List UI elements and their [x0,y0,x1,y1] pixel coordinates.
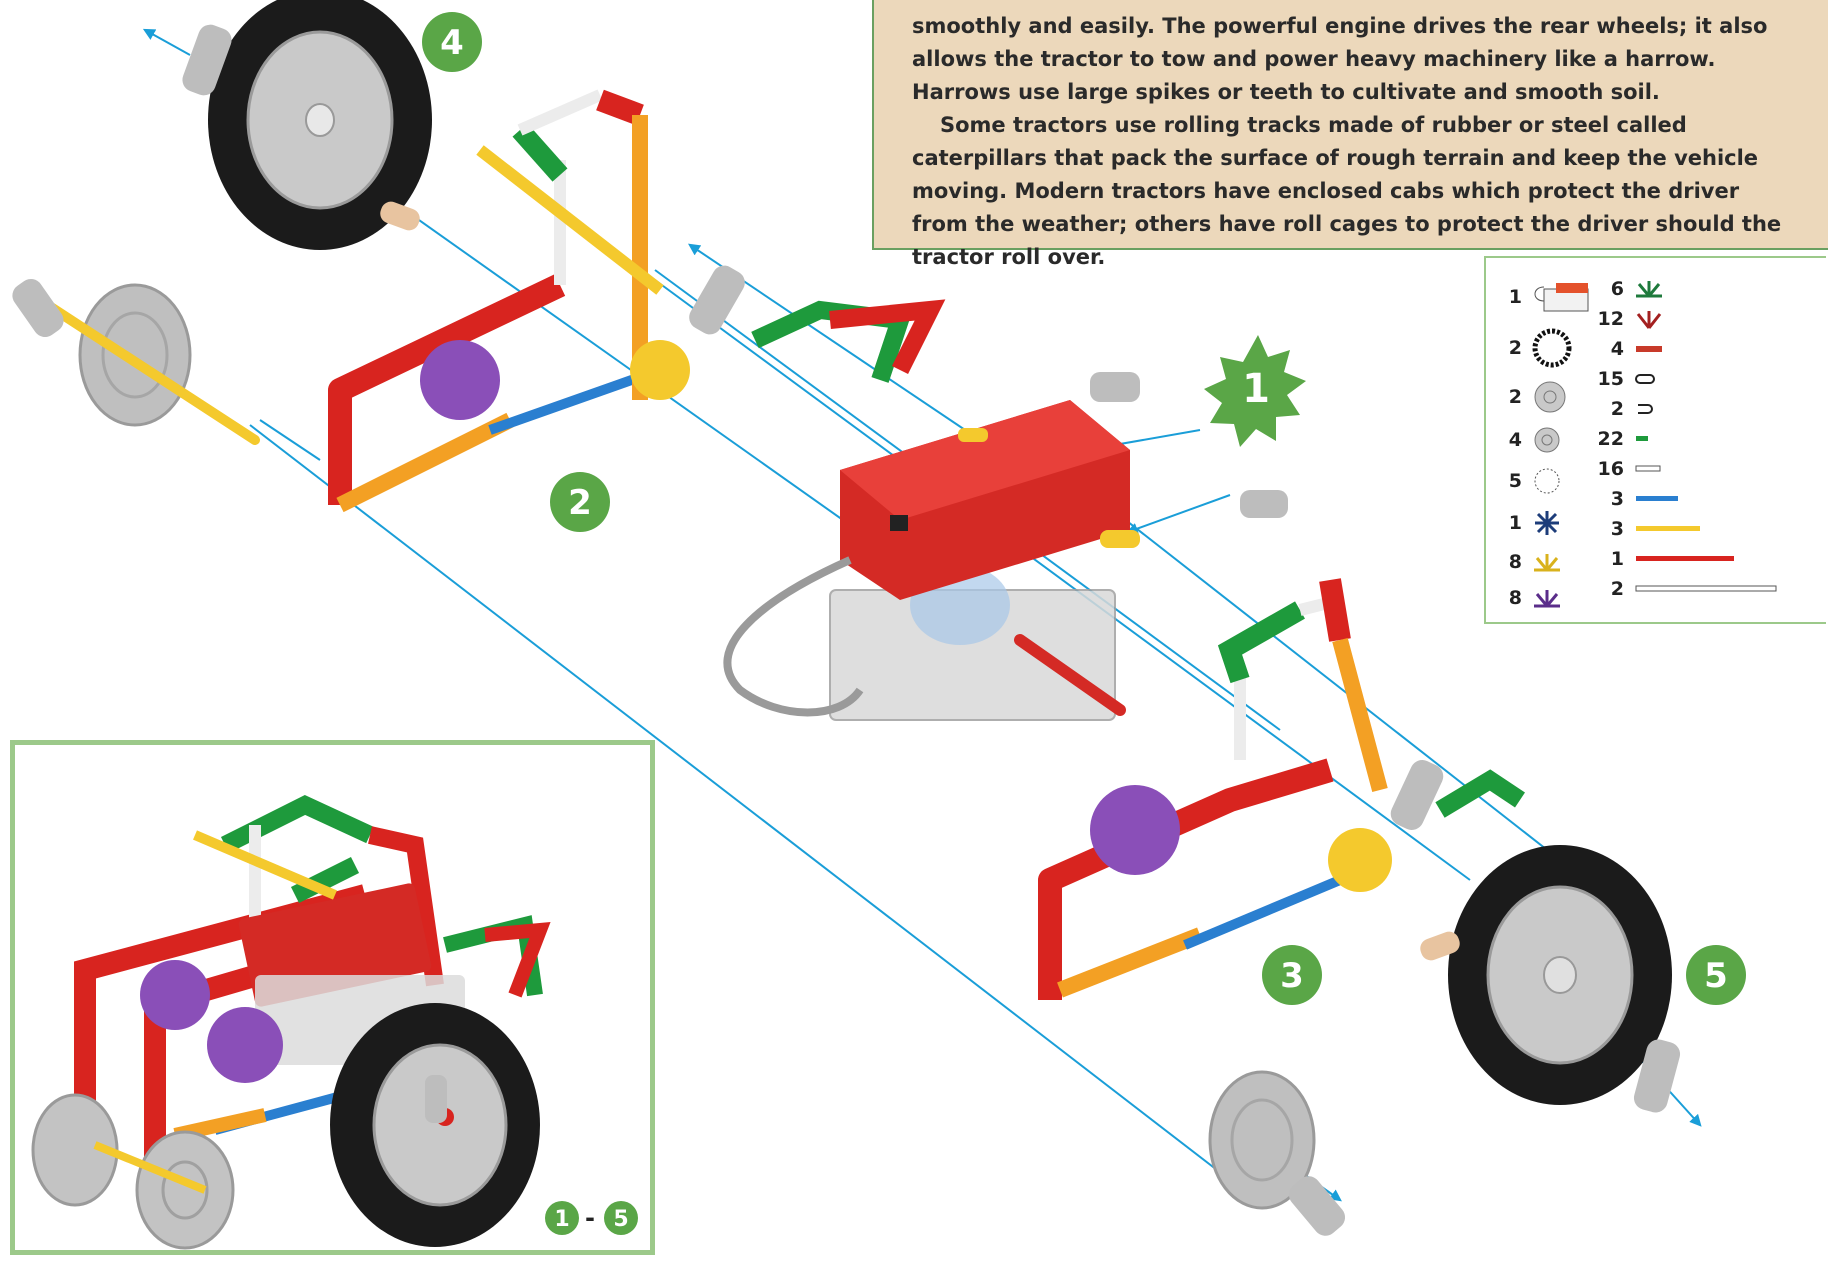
part-row-clip: 15 [1594,364,1780,394]
green-connector-icon [1636,281,1662,298]
frame-assembly-left [328,89,946,513]
description-box: smoothly and easily. The powerful engine… [872,0,1828,269]
description-paragraph-2: Some tractors use rolling tracks made of… [912,113,1782,269]
part-row-tire: 2 [1492,322,1592,374]
left-wheel-clip [182,24,232,96]
rear-tire-right [1448,845,1672,1105]
part-row-motor: 1 [1492,272,1592,322]
completed-model-inset: 1 - 5 [10,740,655,1255]
part-qty: 1 [1508,286,1522,308]
guide-arrow-right-axle [1099,499,1562,862]
part-row-green-connector: 6 [1594,274,1780,304]
part-row-purple-connector: 8 [1492,580,1592,616]
front-wheel-left [12,278,260,445]
green-rod-icon [1636,436,1648,441]
guide-line-front-axle [249,424,1231,1181]
white-connector-icon [1534,468,1560,494]
red-connector-icon [1636,311,1662,329]
yellow-connector-icon [1534,554,1560,572]
rear-tire-left [208,0,432,250]
purple-connector-icon [1534,590,1560,608]
white-rod-icon [1635,465,1661,472]
right-wheel-clip [1633,1039,1681,1113]
step-number-5: 5 [1704,956,1728,996]
large-wheel-hub-icon [1534,381,1566,413]
step-badge-2: 2 [550,472,610,532]
step-number-2: 2 [568,483,592,523]
step-number-1: 1 [1242,366,1270,412]
parts-column-right: 6 12 4 15 2 22 16 3 [1594,274,1780,604]
part-row-green-rod: 22 [1594,424,1780,454]
grey-rod-icon [1635,585,1777,592]
spacer-icon [1636,346,1662,352]
step-range-badge: 1 - 5 [545,1201,638,1235]
part-row-small-hub: 4 [1492,420,1592,460]
motor-icon [1534,283,1589,312]
part-row-yellow-connector: 8 [1492,544,1592,580]
guide-arrow-left-clip [142,28,191,56]
tan-clip-left [380,201,420,231]
description-paragraph-1: smoothly and easily. The powerful engine… [912,14,1768,104]
blue-connector-icon [1535,511,1559,535]
range-dash: - [585,1204,595,1232]
guide-line-right-frame [654,279,1471,881]
part-row-white-connector: 5 [1492,460,1592,502]
part-row-blue-rod: 3 [1594,484,1780,514]
step-badge-1: 1 [1204,335,1306,447]
frame-assembly-right [1038,578,1525,1000]
part-row-white-rod: 16 [1594,454,1780,484]
step-number-4: 4 [440,23,464,63]
step-badge-5: 5 [1686,945,1746,1005]
part-row-grey-rod: 2 [1594,574,1780,604]
part-row-yellow-rod: 3 [1594,514,1780,544]
tan-clip-right [1420,931,1460,961]
part-row-spacer: 4 [1594,334,1780,364]
front-wheel-right [1208,1070,1346,1236]
step-number-3: 3 [1280,956,1304,996]
red-rod-icon [1636,556,1734,561]
tire-icon [1532,328,1572,368]
guide-arrow-connector-lower [1125,494,1231,535]
part-row-tan-clip: 2 [1594,394,1780,424]
step-badge-3: 3 [1262,945,1322,1005]
motor-assembly [723,372,1288,721]
step-badge-4: 4 [422,12,482,72]
blue-rod-icon [1636,496,1678,501]
part-row-red-connector: 12 [1594,304,1780,334]
range-end-number: 5 [613,1207,628,1232]
part-row-blue-connector: 1 [1492,502,1592,544]
yellow-rod-icon [1636,526,1700,531]
completed-tractor: 1 - 5 [31,795,638,1250]
parts-list: 1 2 2 4 5 1 8 8 [1484,256,1826,624]
small-wheel-hub-icon [1534,427,1560,453]
parts-column-left: 1 2 2 4 5 1 8 8 [1492,272,1592,616]
tan-clip-icon [1638,404,1653,414]
range-start-number: 1 [554,1207,569,1232]
part-row-large-hub: 2 [1492,374,1592,420]
part-row-red-rod: 1 [1594,544,1780,574]
clip-icon [1635,374,1655,384]
